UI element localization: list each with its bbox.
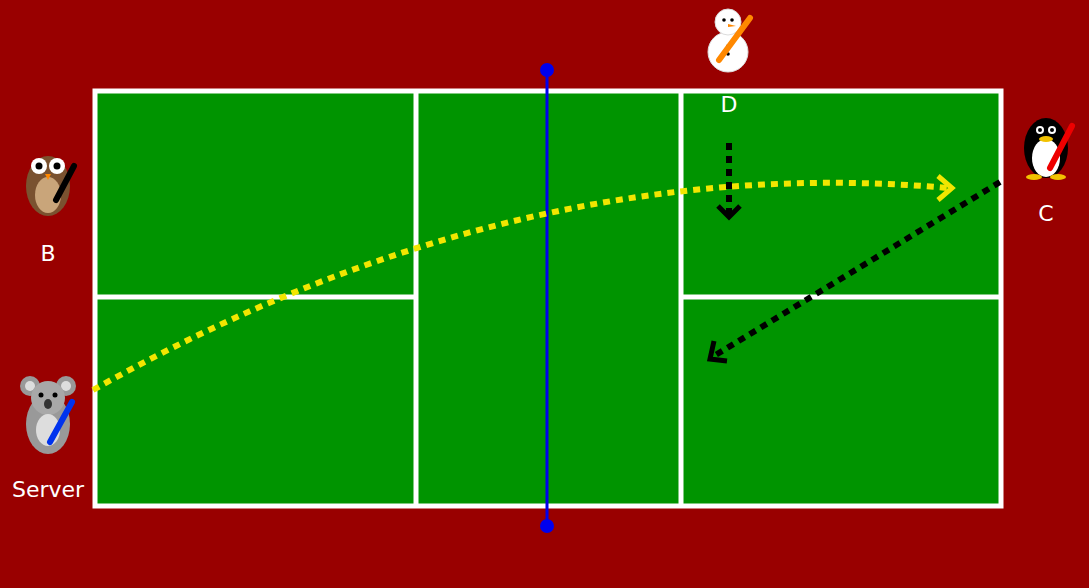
snowman-player-part [719, 18, 750, 60]
net-part [540, 519, 554, 533]
owl-player-part [31, 158, 47, 174]
move-arrow [718, 143, 740, 217]
net [540, 63, 554, 533]
court-part [681, 295, 1001, 300]
move-arrow [710, 182, 1000, 361]
player-label: B [40, 243, 55, 265]
snowman-player [708, 9, 750, 72]
move-arrow-part [714, 182, 1000, 356]
move-arrow-part [718, 206, 740, 217]
penguin-player-part [1039, 136, 1053, 142]
owl-player-part [54, 163, 61, 170]
snowman-player-part [730, 18, 734, 22]
koala-player-part [44, 399, 52, 409]
penguin-player-part [1050, 126, 1072, 168]
owl-player-part [36, 163, 43, 170]
snowman-player-part [722, 18, 726, 22]
serve-path-part [93, 183, 948, 390]
penguin-player-part [1038, 128, 1042, 132]
owl-player-part [56, 166, 74, 200]
koala-player [20, 376, 76, 454]
penguin-player-part [1050, 128, 1054, 132]
penguin-player [1024, 118, 1072, 180]
owl-player-part [45, 174, 51, 180]
player-label: Server [12, 479, 84, 501]
penguin-player-part [1050, 174, 1066, 180]
penguin-player-part [1026, 174, 1042, 180]
player-label: C [1038, 203, 1053, 225]
owl-player-part [49, 158, 65, 174]
move-arrow-part [726, 143, 732, 214]
owl-player [26, 156, 74, 216]
court-part [95, 295, 416, 300]
penguin-player-part [1048, 126, 1056, 134]
serve-path-part [938, 176, 952, 200]
serve-path [93, 176, 952, 390]
snowman-player-part [728, 24, 736, 27]
player-label: D [721, 94, 738, 116]
koala-player-part [39, 393, 44, 398]
net-part [540, 63, 554, 77]
koala-player-part [53, 393, 58, 398]
net-part [546, 70, 549, 526]
penguin-player-part [1036, 126, 1044, 134]
koala-player-part [50, 402, 72, 442]
koala-player-part [31, 381, 65, 415]
move-arrow-part [710, 341, 727, 361]
